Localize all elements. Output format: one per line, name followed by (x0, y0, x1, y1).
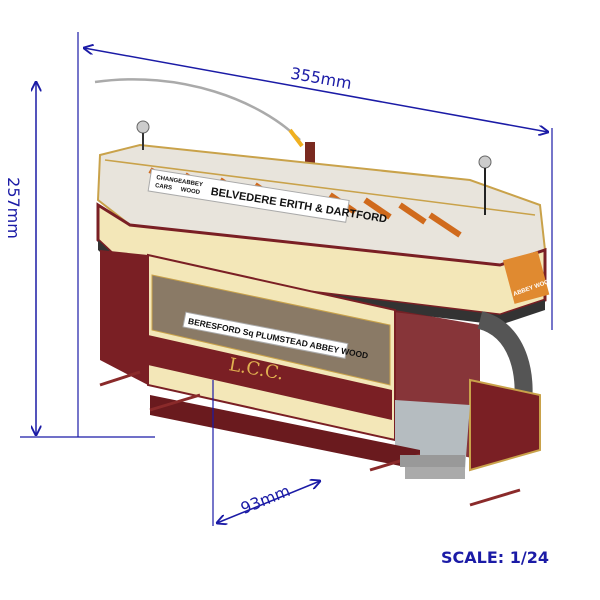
boarding-step (405, 467, 465, 479)
sign-text: CHANGE (156, 175, 183, 185)
dimension-guides (20, 32, 553, 526)
sign-text: WOOD (180, 187, 201, 196)
height-label: 257mm (4, 177, 23, 239)
undercarriage (99, 370, 521, 507)
width-label: 93mm (238, 481, 293, 518)
sign-text: CARS (155, 183, 173, 192)
deck-lamp (478, 155, 492, 169)
end-destination-box (502, 251, 550, 304)
sign-text: ABBEY (181, 179, 203, 188)
length-dimension-line (84, 48, 548, 132)
trolley-pole (94, 78, 301, 141)
width-dimension-line (217, 481, 320, 523)
end-dash-panel (469, 378, 541, 472)
lower-deck (100, 250, 541, 472)
trolley-pole-tip (288, 128, 304, 148)
boarding-step (400, 455, 465, 467)
deck-lamp (136, 120, 150, 134)
length-label: 355mm (289, 64, 353, 93)
trolley-mast (305, 142, 315, 182)
scale-label: SCALE: 1/24 (441, 548, 549, 567)
